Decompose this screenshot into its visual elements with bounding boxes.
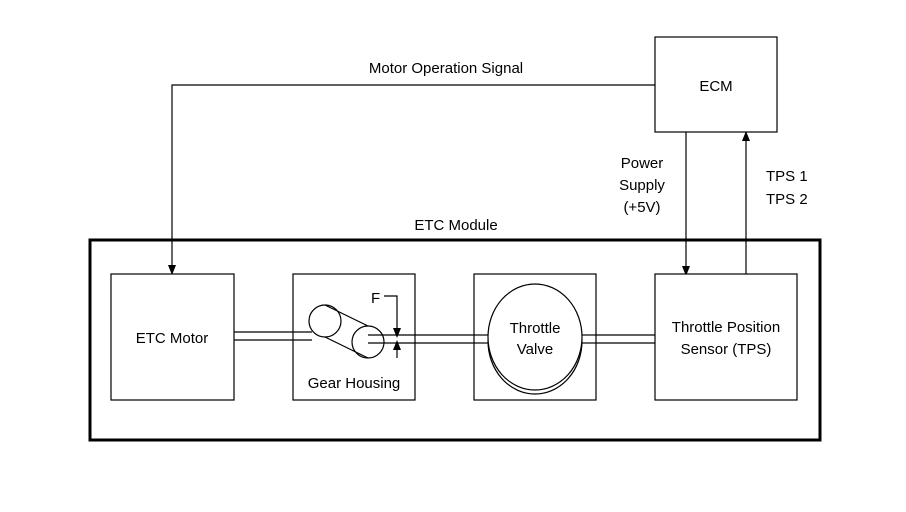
- ecm-label: ECM: [699, 78, 732, 95]
- gear-housing-label: Gear Housing: [308, 375, 401, 392]
- gear-belt-top: [324, 304, 369, 327]
- throttle-valve-label-1: Throttle: [510, 320, 561, 337]
- etc-module-label: ETC Module: [414, 217, 497, 234]
- force-label: F: [371, 290, 380, 307]
- motor-signal-line: [168, 84, 655, 275]
- power-supply-label-1: Power: [621, 155, 664, 172]
- tps2-label: TPS 2: [766, 191, 808, 208]
- etc-motor-box: [110, 273, 235, 401]
- gear-1: [308, 304, 342, 338]
- gear-2: [351, 325, 385, 359]
- etc-motor-label: ETC Motor: [136, 330, 209, 347]
- power-supply-label-2: Supply: [619, 177, 665, 194]
- ecm-box: [654, 36, 778, 133]
- power-supply-label-3: (+5V): [623, 199, 660, 216]
- motor-signal-label: Motor Operation Signal: [369, 60, 523, 77]
- tps-box: [654, 273, 798, 401]
- tps-label-1: Throttle Position: [672, 319, 780, 336]
- throttle-plate-front: [487, 283, 583, 391]
- throttle-valve-label-2: Valve: [517, 341, 553, 358]
- force-arrow-down: [384, 295, 401, 338]
- etc-module-frame: [88, 238, 822, 442]
- tps1-label: TPS 1: [766, 168, 808, 185]
- tps-label-2: Sensor (TPS): [681, 341, 772, 358]
- gear-belt-bottom: [324, 336, 369, 359]
